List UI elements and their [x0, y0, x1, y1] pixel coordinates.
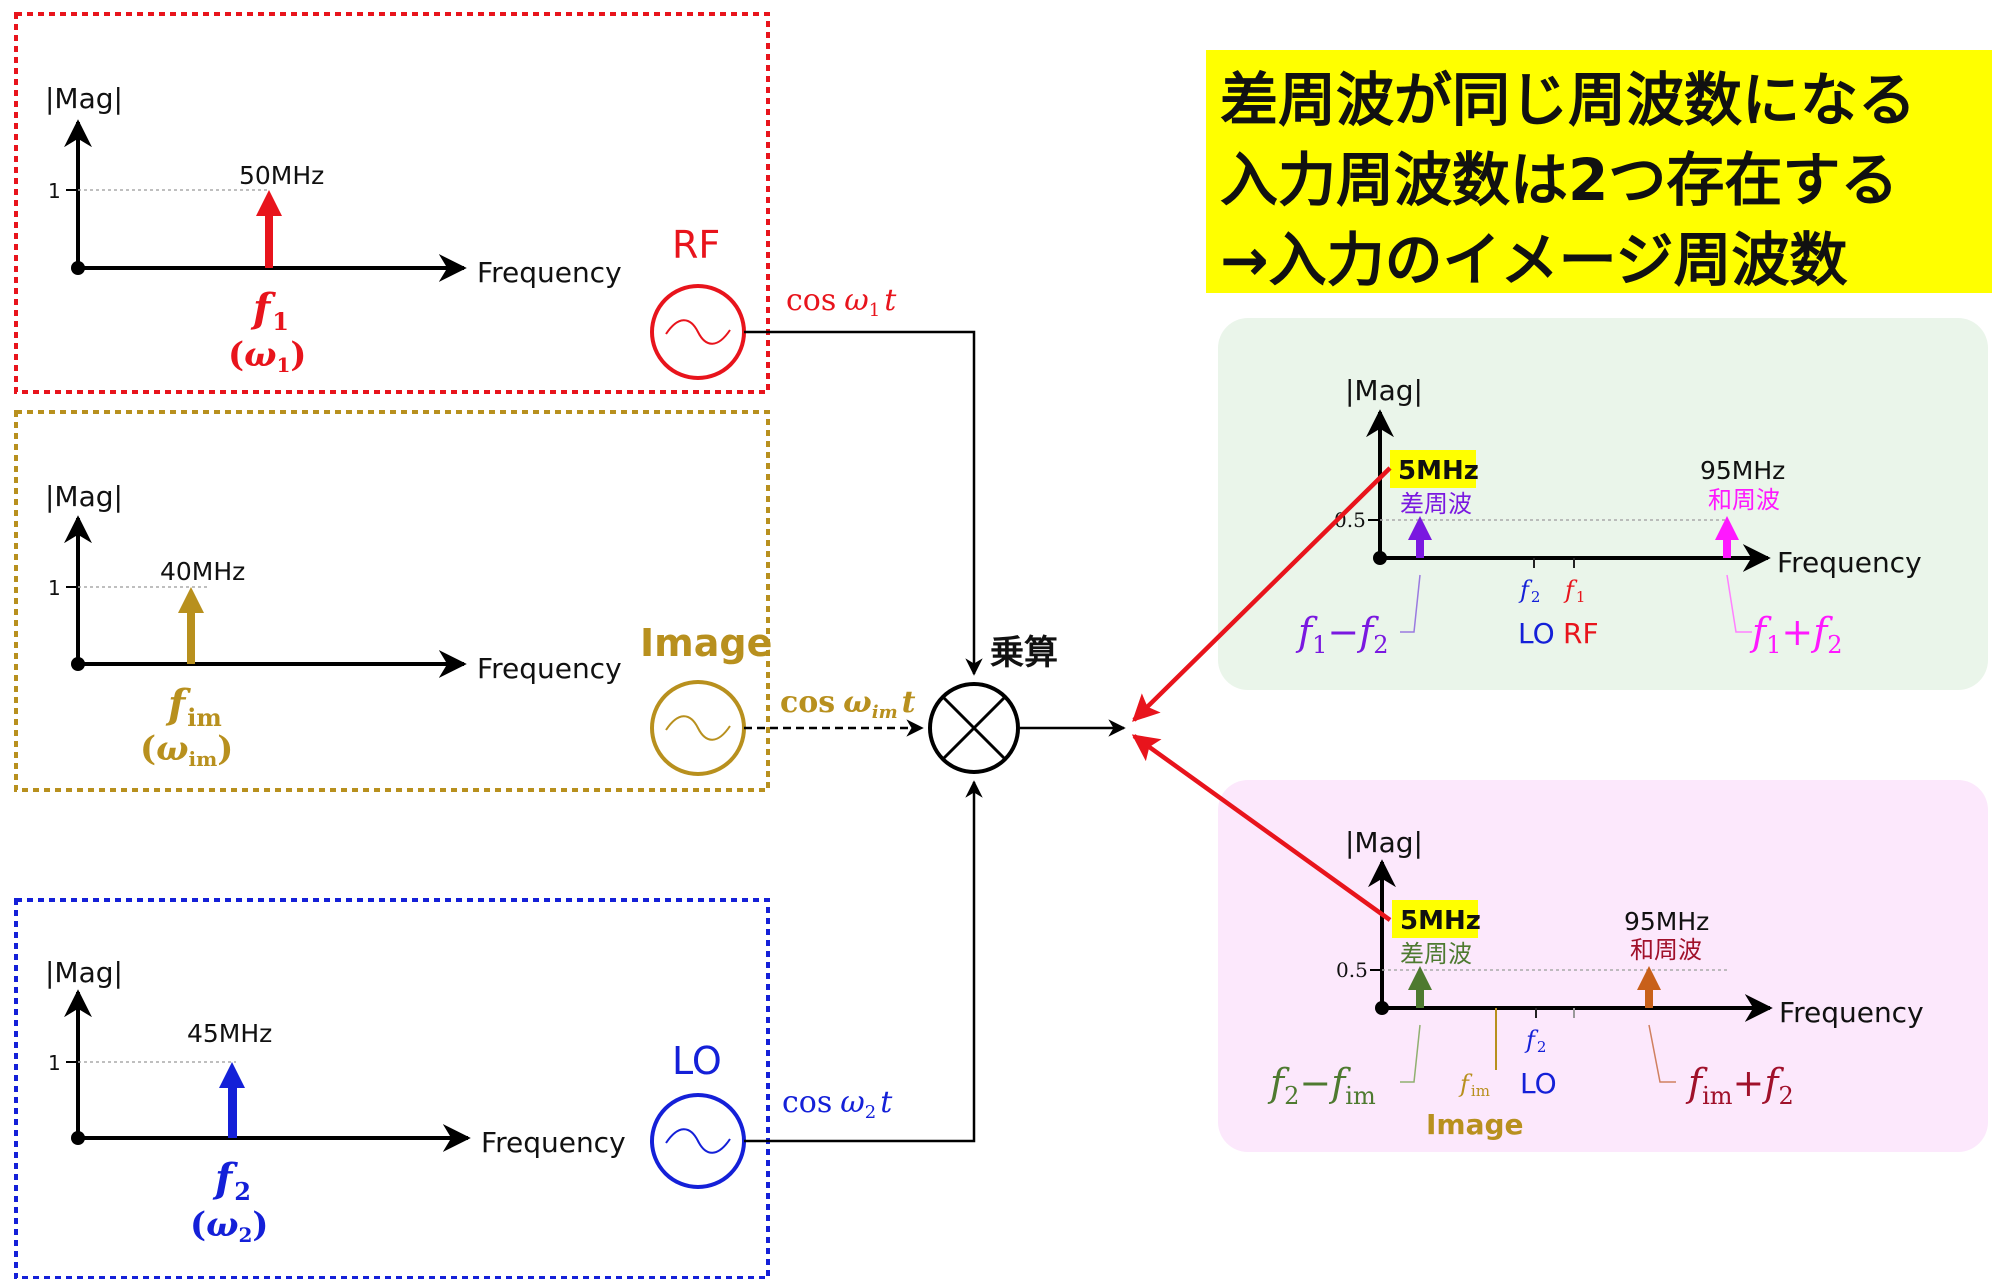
out1-ylabel: |Mag|	[1345, 374, 1423, 407]
lo-freq-label: 45MHz	[187, 1019, 272, 1048]
rf-freq-label: 50MHz	[239, 161, 324, 190]
lo-sine-icon	[665, 1128, 731, 1154]
lo-xlabel: Frequency	[481, 1126, 626, 1159]
lo-ytick-label: 1	[48, 1051, 61, 1075]
out2-sum-formula: fim+f2	[1685, 1061, 1794, 1110]
title-line-2: 入力周波数は2つ存在する	[1220, 146, 1899, 214]
out1-diff-name: 差周波	[1400, 490, 1472, 518]
out2-diff-highlight	[1392, 900, 1478, 938]
out2-sum-name: 和周波	[1630, 936, 1702, 964]
out2-ylabel: |Mag|	[1345, 826, 1423, 859]
out2-sum-freq: 95MHz	[1624, 907, 1709, 936]
rf-source: RF	[650, 223, 746, 380]
image-symbol-f: fim	[165, 681, 222, 732]
out1-diff-freq: 5MHz	[1398, 456, 1479, 486]
rf-output-pointer	[1132, 466, 1392, 722]
image-output-pointer	[1131, 734, 1392, 922]
out2-diff-leader	[1400, 1024, 1421, 1083]
mixer-cross-b	[942, 696, 1006, 760]
out2-tick-b-name: LO	[1520, 1067, 1557, 1100]
out1-tick-a-name: LO	[1518, 617, 1555, 650]
image-symbol-omega: (ωim)	[140, 729, 233, 771]
rf-ytick-label: 1	[48, 179, 61, 203]
out2-sum-line	[1637, 966, 1661, 1008]
rf-output-panel	[1218, 318, 1988, 690]
rf-ylabel: |Mag|	[45, 82, 123, 115]
rf-symbol-f: f1	[250, 285, 289, 336]
title-line-3: →入力のイメージ周波数	[1220, 226, 1848, 294]
image-source-label: Image	[640, 621, 772, 665]
lo-spectral-line	[219, 1062, 245, 1138]
image-source: Image	[640, 621, 772, 776]
rf-spectral-line	[256, 190, 282, 268]
image-output-panel	[1218, 780, 1988, 1152]
out1-origin	[1373, 551, 1387, 565]
rf-panel-frame	[14, 12, 770, 394]
out2-diff-freq: 5MHz	[1400, 906, 1481, 936]
rf-output-spectrum: |Mag| 0.5 Frequency 5MHz 差周波 95MHz 和周波 f…	[1295, 374, 1922, 659]
mixer: 乗算	[928, 633, 1058, 774]
image-freq-label: 40MHz	[160, 557, 245, 586]
out1-xlabel: Frequency	[1777, 546, 1922, 579]
lo-source: LO	[650, 1039, 746, 1189]
out1-diff-line	[1408, 516, 1432, 558]
lo-symbol-omega: (ω2)	[190, 1205, 268, 1247]
out2-xlabel: Frequency	[1779, 996, 1924, 1029]
out1-diff-highlight	[1390, 450, 1476, 488]
image-sine-icon	[665, 715, 731, 741]
out1-sum-freq: 95MHz	[1700, 456, 1785, 485]
lo-panel-frame	[14, 898, 770, 1279]
image-panel-frame	[14, 410, 770, 792]
rf-wire	[744, 330, 983, 676]
multiplier-label: 乗算	[990, 633, 1058, 673]
lo-origin	[71, 1131, 85, 1145]
out1-sum-line	[1715, 516, 1739, 558]
lo-symbol-f: f2	[212, 1155, 251, 1206]
out1-sum-leader	[1726, 574, 1752, 633]
lo-wire	[744, 780, 983, 1143]
out2-ytick-label: 0.5	[1336, 958, 1368, 982]
rf-xlabel: Frequency	[477, 256, 622, 289]
image-spectrum: |Mag| 1 Frequency 40MHz fim (ωim)	[45, 480, 622, 771]
out2-tick-a-name: Image	[1426, 1108, 1524, 1141]
lo-ylabel: |Mag|	[45, 956, 123, 989]
rf-origin	[71, 261, 85, 275]
out2-diff-line	[1408, 966, 1432, 1008]
image-ytick-label: 1	[48, 576, 61, 600]
out1-sum-name: 和周波	[1708, 486, 1780, 514]
rf-sine-icon	[665, 319, 731, 345]
image-xlabel: Frequency	[477, 652, 622, 685]
title-line-1: 差周波が同じ周波数になる	[1220, 66, 1917, 134]
image-origin	[71, 657, 85, 671]
title-box: 差周波が同じ周波数になる 入力周波数は2つ存在する →入力のイメージ周波数	[1206, 50, 1992, 294]
out2-diff-name: 差周波	[1400, 940, 1472, 968]
lo-spectrum: |Mag| 1 Frequency 45MHz f2 (ω2)	[45, 956, 626, 1247]
out1-diff-leader	[1400, 574, 1421, 633]
rf-spectrum: |Mag| 1 Frequency 50MHz f1 (ω1)	[45, 82, 622, 377]
rf-symbol-omega: (ω1)	[228, 335, 306, 377]
image-ylabel: |Mag|	[45, 480, 123, 513]
out1-tick-b-name: RF	[1563, 617, 1599, 650]
out2-sum-leader	[1648, 1024, 1676, 1083]
rf-source-label: RF	[672, 223, 720, 267]
image-spectral-line	[178, 587, 204, 664]
lo-source-label: LO	[672, 1039, 722, 1083]
out2-origin	[1375, 1001, 1389, 1015]
